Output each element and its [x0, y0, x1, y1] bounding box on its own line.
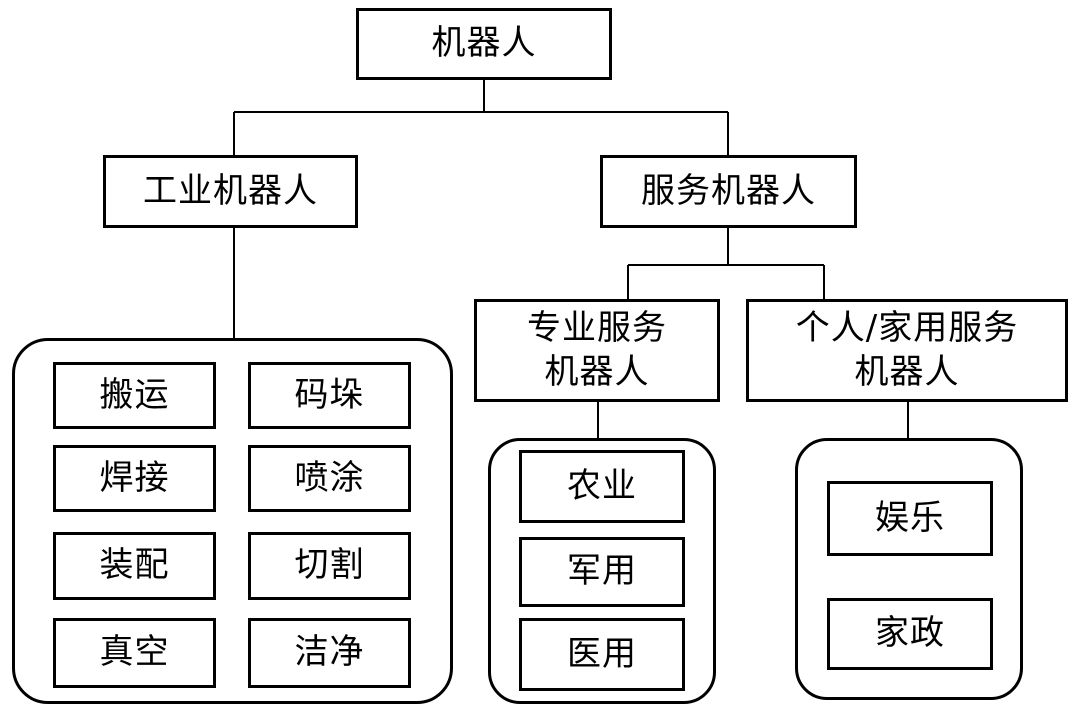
industrial-item: 码垛	[248, 362, 411, 429]
industrial-item: 焊接	[53, 445, 216, 512]
professional-item-label: 军用	[567, 551, 637, 592]
root-label: 机器人	[431, 23, 537, 64]
industrial-item: 搬运	[53, 362, 216, 429]
industrial-item-label: 切割	[294, 545, 365, 586]
industrial-item: 切割	[248, 532, 411, 600]
professional-line2: 机器人	[544, 351, 650, 392]
professional-applications-group	[488, 438, 716, 704]
industrial-item-label: 焊接	[99, 457, 170, 498]
industrial-robot-label: 工业机器人	[143, 170, 318, 211]
personal-service-robot-node: 个人/家用服务 机器人	[746, 299, 1068, 402]
personal-line1: 个人/家用服务	[795, 307, 1019, 348]
professional-service-robot-node: 专业服务 机器人	[474, 299, 720, 402]
professional-item-label: 农业	[567, 465, 637, 506]
industrial-item-label: 洁净	[294, 632, 365, 673]
industrial-item-label: 搬运	[99, 374, 170, 415]
personal-applications-group	[795, 438, 1023, 700]
personal-item-label: 家政	[875, 613, 945, 654]
professional-line1: 专业服务	[527, 307, 667, 348]
industrial-robot-node: 工业机器人	[103, 155, 358, 228]
industrial-item-label: 码垛	[294, 374, 365, 415]
service-robot-node: 服务机器人	[600, 155, 857, 228]
professional-item: 医用	[519, 618, 685, 691]
industrial-item-label: 真空	[99, 632, 170, 673]
industrial-item-label: 装配	[99, 545, 170, 586]
industrial-applications-group	[12, 338, 453, 704]
industrial-item-label: 喷涂	[294, 457, 365, 498]
industrial-item: 喷涂	[248, 445, 411, 512]
personal-item: 娱乐	[827, 481, 993, 556]
industrial-item: 装配	[53, 532, 216, 600]
personal-item: 家政	[827, 598, 993, 670]
industrial-item: 洁净	[248, 618, 411, 688]
personal-line2: 机器人	[854, 351, 960, 392]
root-node: 机器人	[356, 8, 612, 80]
service-robot-label: 服务机器人	[641, 170, 816, 211]
industrial-item: 真空	[53, 618, 216, 688]
professional-item-label: 医用	[567, 633, 637, 674]
professional-item: 军用	[519, 537, 685, 607]
professional-item: 农业	[519, 450, 685, 523]
personal-item-label: 娱乐	[875, 497, 945, 538]
